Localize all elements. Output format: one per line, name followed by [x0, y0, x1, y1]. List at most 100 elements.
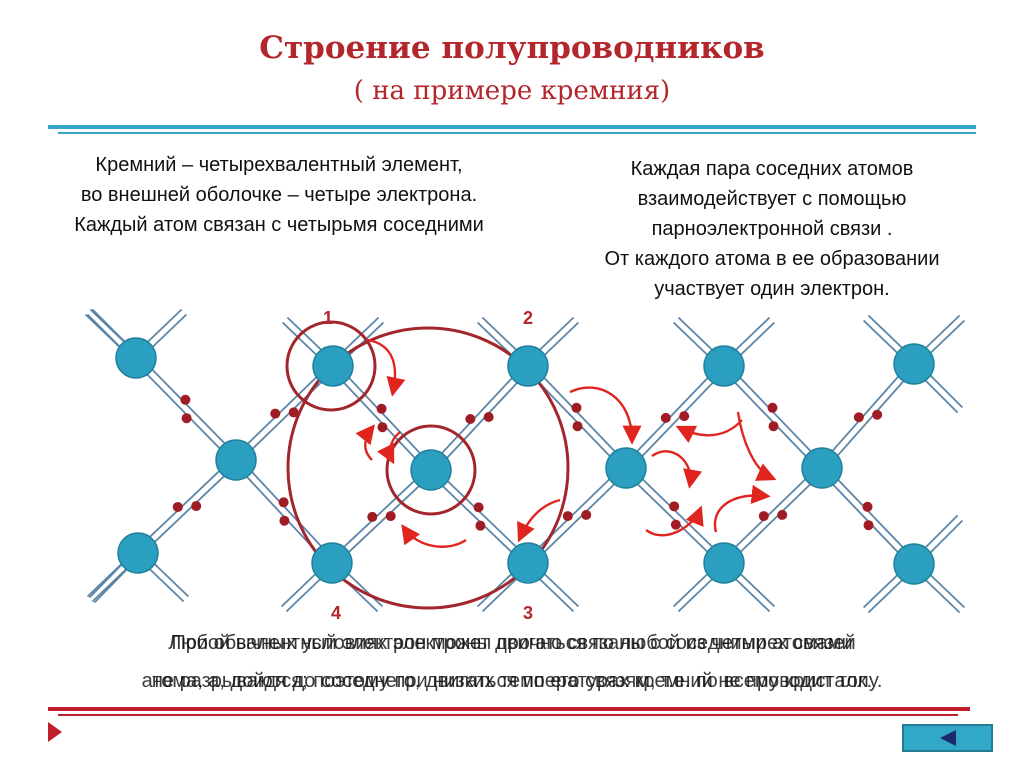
electron-dot: [377, 422, 388, 433]
bond-line: [137, 354, 240, 459]
silicon-atom: [117, 532, 159, 574]
bond-line: [432, 367, 532, 474]
electron-dot: [191, 501, 202, 512]
bond-line: [720, 464, 821, 562]
bond-line: [328, 466, 430, 562]
bond-line: [627, 367, 728, 472]
bond-line: [237, 457, 336, 562]
bond-line: [627, 464, 728, 562]
electron-dot: [180, 394, 191, 405]
electron-dot: [181, 413, 192, 424]
silicon-atom: [703, 345, 745, 387]
silicon-atom: [703, 542, 745, 584]
silicon-atom: [115, 337, 157, 379]
silicon-atom: [893, 343, 935, 385]
bond-line: [329, 367, 430, 474]
motion-arrow: [367, 338, 406, 397]
bond-line: [720, 367, 821, 472]
electron-dot: [768, 421, 779, 432]
electron-dot: [660, 412, 671, 423]
footer-rule: [48, 707, 970, 742]
bottom-text-line-1b: При обычных условиях электроны прочно св…: [171, 632, 853, 654]
electron-dot: [669, 501, 680, 512]
bond-line: [132, 359, 235, 464]
bottom-text-line-2b: не разрываются; поэтому при низких темпе…: [151, 670, 873, 692]
label-4: 4: [331, 603, 341, 623]
silicon-atom: [801, 447, 843, 489]
electron-dots: [172, 394, 883, 531]
electron-dot: [758, 511, 769, 522]
electron-dot: [862, 501, 873, 512]
electron-dot: [562, 511, 573, 522]
bond-line: [524, 464, 625, 562]
right-description: Каждая пара соседних атомов взаимодейств…: [604, 158, 940, 300]
silicon-atom: [311, 542, 353, 584]
bond-line: [818, 361, 913, 467]
bond-line: [725, 362, 826, 467]
highlight-circles: [285, 320, 570, 610]
electron-dot: [367, 511, 378, 522]
electron-dot: [767, 402, 778, 413]
bond-line: [139, 461, 240, 557]
electron-dot: [172, 501, 183, 512]
motion-arrow: [401, 524, 467, 548]
bond-line: [134, 456, 235, 552]
bond-line: [725, 469, 826, 567]
motion-arrow: [651, 450, 703, 489]
label-1: 1: [323, 308, 333, 328]
bond-line: [432, 466, 532, 562]
motion-arrow: [517, 498, 561, 543]
bond-line: [622, 469, 723, 567]
motion-arrow: [376, 431, 401, 465]
electron-dot: [853, 412, 864, 423]
silicon-atom: [507, 542, 549, 584]
label-3: 3: [523, 603, 533, 623]
label-2: 2: [523, 308, 533, 328]
left-description: Кремний – четырехвалентный элемент, во в…: [74, 154, 484, 236]
bond-line: [823, 365, 918, 471]
electron-dot: [581, 509, 592, 520]
back-button[interactable]: [902, 724, 993, 752]
electron-dot: [483, 411, 494, 422]
bond-line: [334, 362, 435, 469]
motion-arrow: [569, 386, 642, 445]
bond-line: [232, 362, 332, 459]
electron-dot: [475, 520, 486, 531]
electron-dot: [288, 407, 299, 418]
motion-arrow: [645, 505, 704, 537]
bond-line: [237, 367, 337, 464]
motion-arrow: [713, 484, 771, 533]
electron-dot: [777, 509, 788, 520]
electron-dot: [679, 411, 690, 422]
bond-line: [427, 362, 527, 469]
highlight-circle-large: [286, 326, 570, 610]
silicon-atom: [507, 345, 549, 387]
highlight-circle-atom-1: [285, 320, 377, 412]
bottom-text-line-2a: атома, а, дойдя до соседнего, двигаться …: [141, 670, 883, 692]
bond-line: [529, 469, 630, 567]
bond-line: [333, 471, 435, 567]
bond-line: [529, 362, 630, 467]
silicon-atom: [410, 449, 452, 491]
silicon-atoms: [115, 337, 935, 585]
electron-dot: [872, 409, 883, 420]
silicon-atom: [312, 345, 354, 387]
slide-title: Строение полупроводников: [259, 30, 765, 66]
header-rule: [48, 125, 976, 134]
electron-dot: [863, 520, 874, 531]
bond-line: [818, 469, 913, 568]
electron-dot: [571, 402, 582, 413]
electron-dot: [376, 403, 387, 414]
electron-dot: [385, 511, 396, 522]
motion-arrow: [355, 424, 375, 461]
electron-dot: [278, 497, 289, 508]
bond-line: [427, 471, 527, 567]
motion-arrow: [675, 419, 743, 444]
electron-dot: [279, 515, 290, 526]
footer-triangle-icon: [48, 722, 62, 742]
motion-arrow: [736, 411, 777, 481]
silicon-atom: [605, 447, 647, 489]
electron-dot: [473, 502, 484, 513]
